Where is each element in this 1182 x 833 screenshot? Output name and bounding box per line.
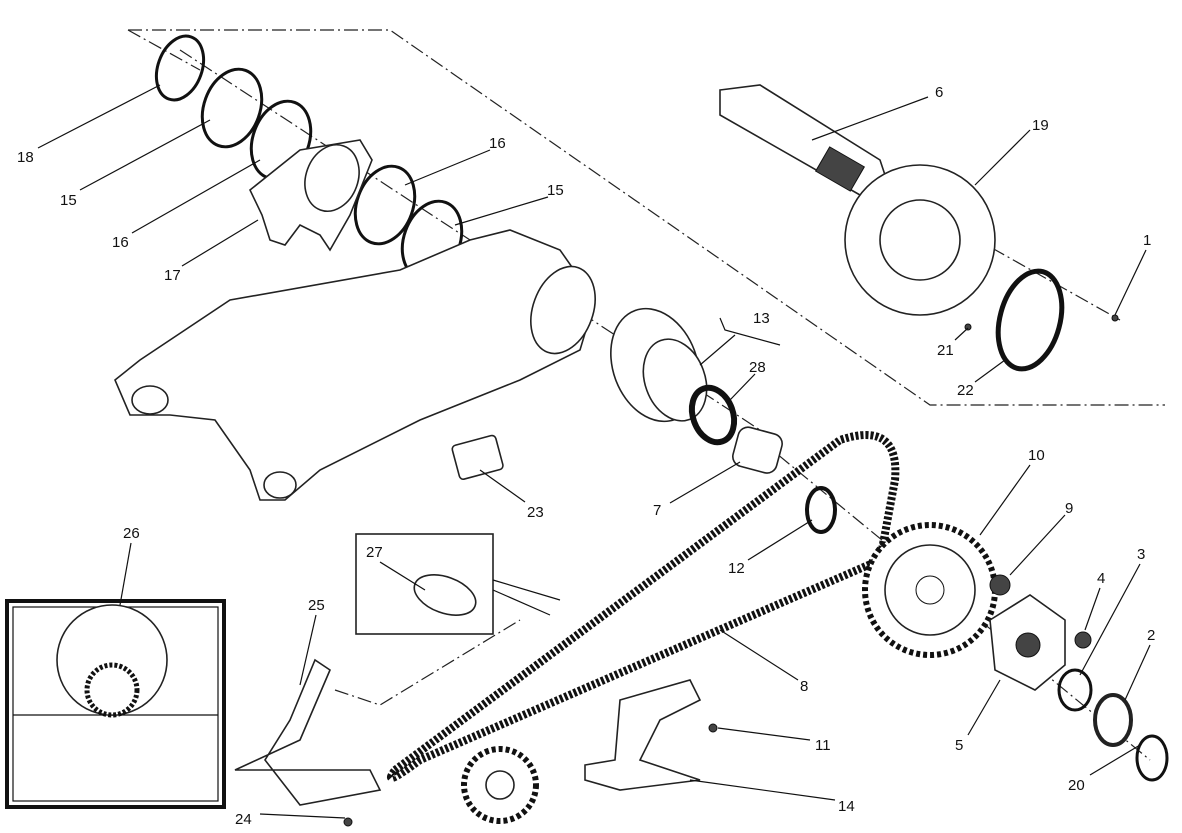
callout-3: 3 xyxy=(1137,546,1145,563)
callout-15: 15 xyxy=(547,182,564,199)
callout-5: 5 xyxy=(955,737,963,754)
chain-guide-25 xyxy=(234,658,382,806)
chain-guard-14 xyxy=(584,679,702,791)
callout-10: 10 xyxy=(1028,447,1045,464)
callout-8: 8 xyxy=(800,678,808,695)
chain-8 xyxy=(386,431,900,782)
leader-lines xyxy=(37,84,1151,819)
assembly-boundary xyxy=(128,29,1165,406)
callout-25: 25 xyxy=(308,597,325,614)
callout-7: 7 xyxy=(653,502,661,519)
callout-13: 13 xyxy=(753,310,770,327)
washer-12 xyxy=(805,486,837,534)
axle-6 xyxy=(719,84,892,196)
callout-11: 11 xyxy=(815,737,831,754)
callout-22: 22 xyxy=(957,382,974,399)
screw-24 xyxy=(343,817,353,827)
chain-link-box-27 xyxy=(355,533,494,635)
callout-4: 4 xyxy=(1097,570,1105,587)
circlip-18 xyxy=(154,34,206,102)
seal-28 xyxy=(688,384,738,446)
ring-15 xyxy=(200,67,264,149)
axis-line xyxy=(334,619,521,706)
bush-9 xyxy=(989,574,1011,596)
axle-nut-2 xyxy=(1093,693,1133,747)
abs-ring-22 xyxy=(995,268,1065,372)
callout-23: 23 xyxy=(527,504,544,521)
callout-16: 16 xyxy=(112,234,129,251)
callout-1: 1 xyxy=(1143,232,1151,249)
spacer-7 xyxy=(732,426,783,474)
callout-21: 21 xyxy=(937,342,954,359)
callout-2: 2 xyxy=(1147,627,1155,644)
callout-27: 27 xyxy=(366,544,383,561)
axis-line xyxy=(127,29,201,71)
callout-20: 20 xyxy=(1068,777,1085,794)
callout-9: 9 xyxy=(1065,500,1073,517)
callout-15: 15 xyxy=(60,192,77,209)
callout-24: 24 xyxy=(235,811,252,828)
callout-16: 16 xyxy=(489,135,506,152)
callout-19: 19 xyxy=(1032,117,1049,134)
inset-sprocket xyxy=(84,662,140,718)
nut-4 xyxy=(1074,631,1092,649)
callout-14: 14 xyxy=(838,798,855,815)
plate-23 xyxy=(451,434,504,480)
callout-28: 28 xyxy=(749,359,766,376)
ring-3 xyxy=(1057,668,1093,712)
callout-18: 18 xyxy=(17,149,34,166)
callout-6: 6 xyxy=(935,84,943,101)
circlip-20 xyxy=(1135,734,1169,782)
swingarm xyxy=(114,229,596,501)
callout-26: 26 xyxy=(123,525,140,542)
callout-17: 17 xyxy=(164,267,181,284)
screw-11 xyxy=(708,723,718,733)
callout-12: 12 xyxy=(728,560,745,577)
